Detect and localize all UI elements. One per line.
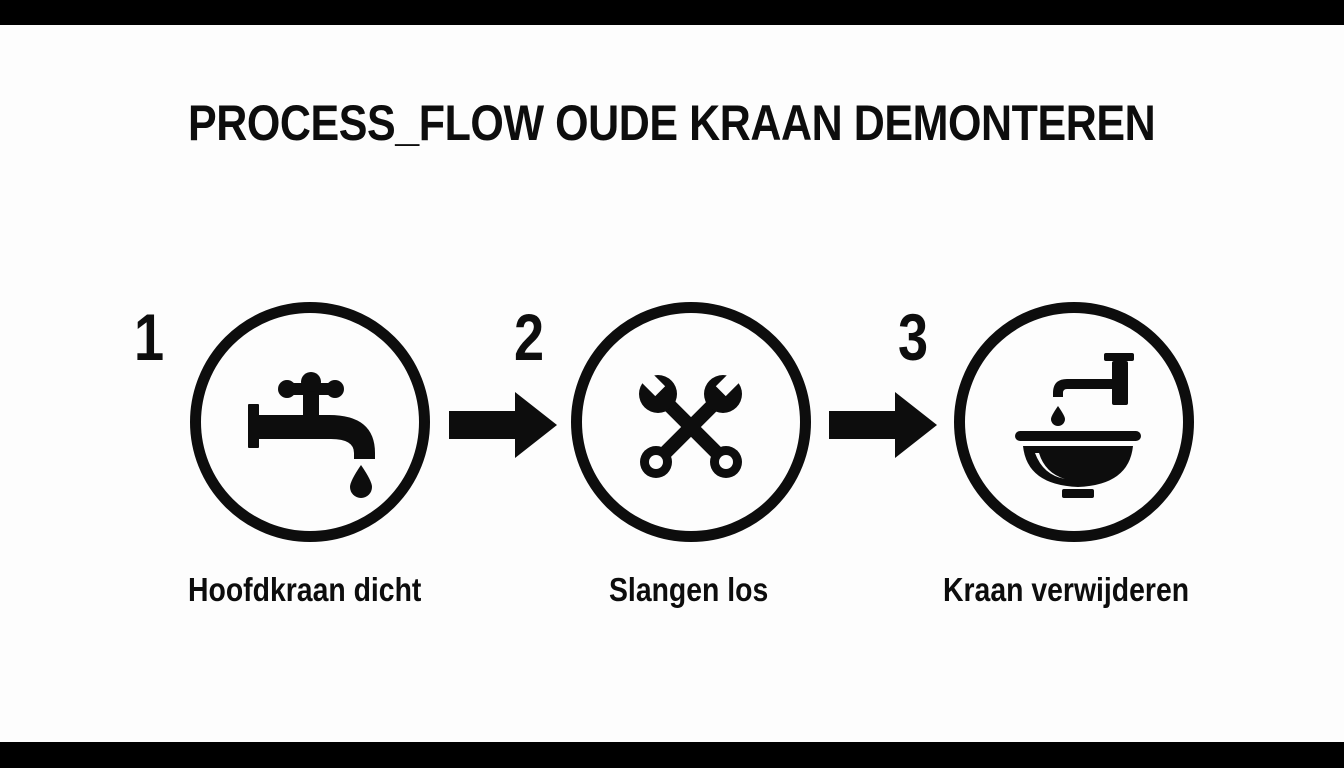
- step-2-label: Slangen los: [609, 571, 769, 608]
- crossed-wrenches-icon: [636, 367, 745, 478]
- step-2-number: 2: [514, 300, 545, 374]
- step-2-circle: [571, 302, 811, 542]
- faucet-drip-icon: [248, 372, 375, 498]
- diagram-title: PROCESS_FLOW OUDE KRAAN DEMONTEREN: [188, 95, 1156, 151]
- step-3-label: Kraan verwijderen: [943, 571, 1190, 608]
- bottom-border-bar: [0, 742, 1344, 768]
- flow-arrow-icon: [829, 392, 937, 458]
- top-border-bar: [0, 0, 1344, 25]
- flow-arrow-icon: [449, 392, 557, 458]
- step-1-circle: [190, 302, 430, 542]
- step-1-label: Hoofdkraan dicht: [188, 571, 422, 608]
- step-3-circle: [954, 302, 1194, 542]
- step-3-number: 3: [898, 300, 929, 374]
- basin-tap-icon: [1015, 353, 1141, 498]
- step-1-number: 1: [134, 300, 165, 374]
